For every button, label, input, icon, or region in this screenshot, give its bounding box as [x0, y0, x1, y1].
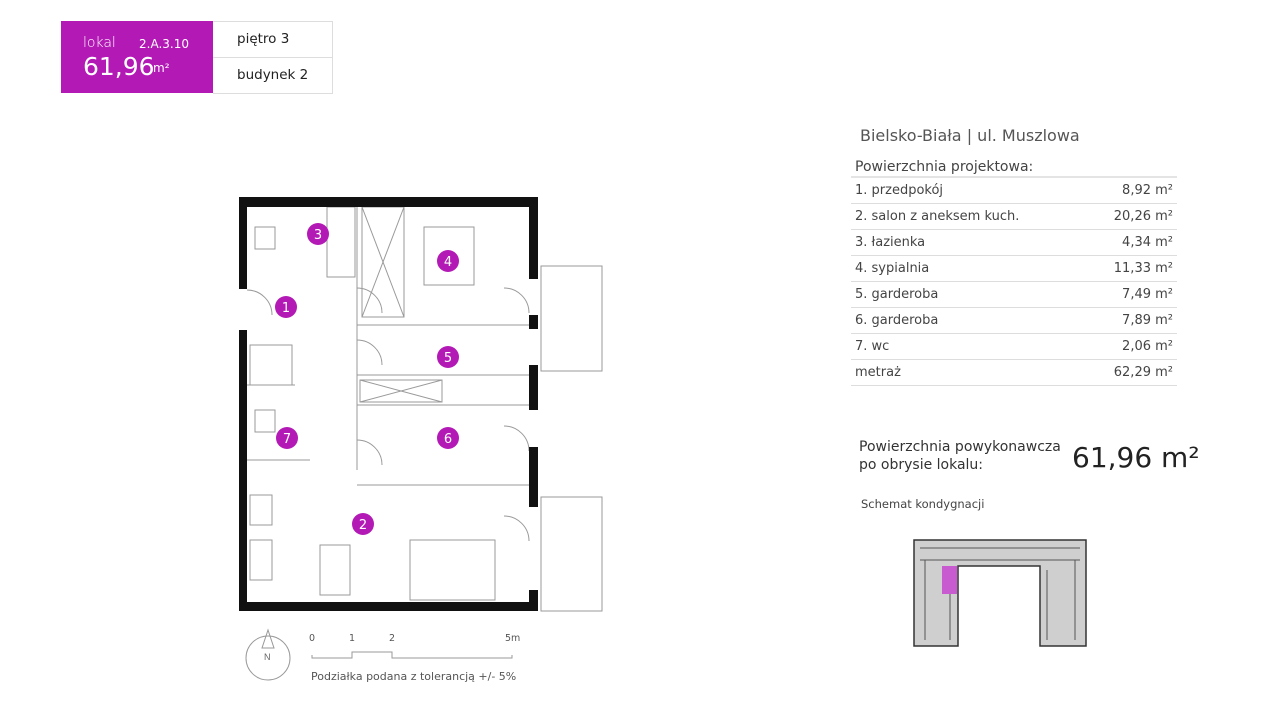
floor-scheme-label: Schemat kondygnacji — [861, 497, 985, 511]
room-badge-number: 5 — [444, 351, 452, 366]
post-area-label-line2: po obrysie lokalu: — [859, 457, 984, 473]
room-badge-2 — [352, 513, 374, 535]
room-badge-7 — [276, 427, 298, 449]
room-row: 1. przedpokój 8,92 m² — [851, 178, 1177, 204]
area-table-title: Powierzchnia projektowa: — [855, 159, 1034, 175]
room-row: 4. sypialnia 11,33 m² — [851, 256, 1177, 282]
room-name: 7. wc — [855, 339, 890, 354]
post-area-label: Powierzchnia powykonawcza po obrysie lok… — [859, 438, 1061, 474]
unit-area: 61,96 — [83, 52, 155, 81]
room-row: 6. garderoba 7,89 m² — [851, 308, 1177, 334]
location-title: Bielsko-Biała | ul. Muszlowa — [860, 126, 1080, 145]
lokal-label: lokal — [83, 35, 116, 51]
room-name: metraż — [855, 365, 901, 380]
room-area: 20,26 m² — [1113, 209, 1173, 224]
scale-note: Podziałka podana z tolerancją +/- 5% — [311, 670, 517, 683]
unit-info: piętro 3 budynek 2 — [213, 21, 333, 94]
room-badge-3 — [307, 223, 329, 245]
scale-tick-2: 2 — [389, 633, 396, 644]
room-badge-number: 7 — [283, 432, 291, 447]
post-area-value: 61,96 m² — [1072, 441, 1200, 474]
room-area: 62,29 m² — [1113, 365, 1173, 380]
room-badge-6 — [437, 427, 459, 449]
room-name: 4. sypialnia — [855, 261, 930, 276]
floor-label: piętro 3 — [237, 31, 290, 47]
room-area-table: 1. przedpokój 8,92 m² 2. salon z aneksem k… — [851, 176, 1177, 386]
room-name: 1. przedpokój — [855, 183, 944, 198]
room-badge-number: 6 — [444, 432, 452, 447]
unit-code: 2.A.3.10 — [139, 37, 189, 51]
room-area: 7,49 m² — [1122, 287, 1173, 302]
room-area: 11,33 m² — [1113, 261, 1173, 276]
scale-tick-0: 0 — [309, 633, 316, 644]
unit-badge: lokal 2.A.3.10 61,96 m² — [61, 21, 213, 93]
room-area: 4,34 m² — [1122, 235, 1173, 250]
room-badge-4 — [437, 250, 459, 272]
plan-interior-lines — [246, 206, 603, 612]
room-area: 7,89 m² — [1122, 313, 1173, 328]
room-badge-number: 2 — [359, 518, 367, 533]
room-row: 3. łazienka 4,34 m² — [851, 230, 1177, 256]
scale-bar — [311, 651, 513, 659]
unit-area-unit: m² — [153, 61, 170, 75]
room-badge-number: 3 — [314, 228, 322, 243]
north-label: N — [264, 652, 271, 662]
floor-scheme-diagram — [913, 539, 1087, 647]
scale-tick-1: 1 — [349, 633, 356, 644]
room-name: 6. garderoba — [855, 313, 939, 328]
room-name: 3. łazienka — [855, 235, 926, 250]
room-area: 2,06 m² — [1122, 339, 1173, 354]
room-row: 2. salon z aneksem kuch. 20,26 m² — [851, 204, 1177, 230]
room-badge-number: 4 — [444, 255, 452, 270]
room-row: metraż 62,29 m² — [851, 360, 1177, 386]
room-badge-1 — [275, 296, 297, 318]
room-name: 5. garderoba — [855, 287, 939, 302]
scale-tick-5: 5m — [505, 633, 521, 644]
room-name: 2. salon z aneksem kuch. — [855, 209, 1020, 224]
post-area-label-line1: Powierzchnia powykonawcza — [859, 439, 1061, 455]
room-area: 8,92 m² — [1122, 183, 1173, 198]
plan-walls — [239, 197, 538, 611]
room-badges: 1 2 3 4 5 6 7 — [275, 223, 459, 535]
north-arrow-icon — [245, 628, 291, 681]
room-row: 5. garderoba 7,49 m² — [851, 282, 1177, 308]
room-badge-5 — [437, 346, 459, 368]
room-badge-number: 1 — [282, 301, 290, 316]
building-label: budynek 2 — [213, 57, 332, 93]
room-row: 7. wc 2,06 m² — [851, 334, 1177, 360]
